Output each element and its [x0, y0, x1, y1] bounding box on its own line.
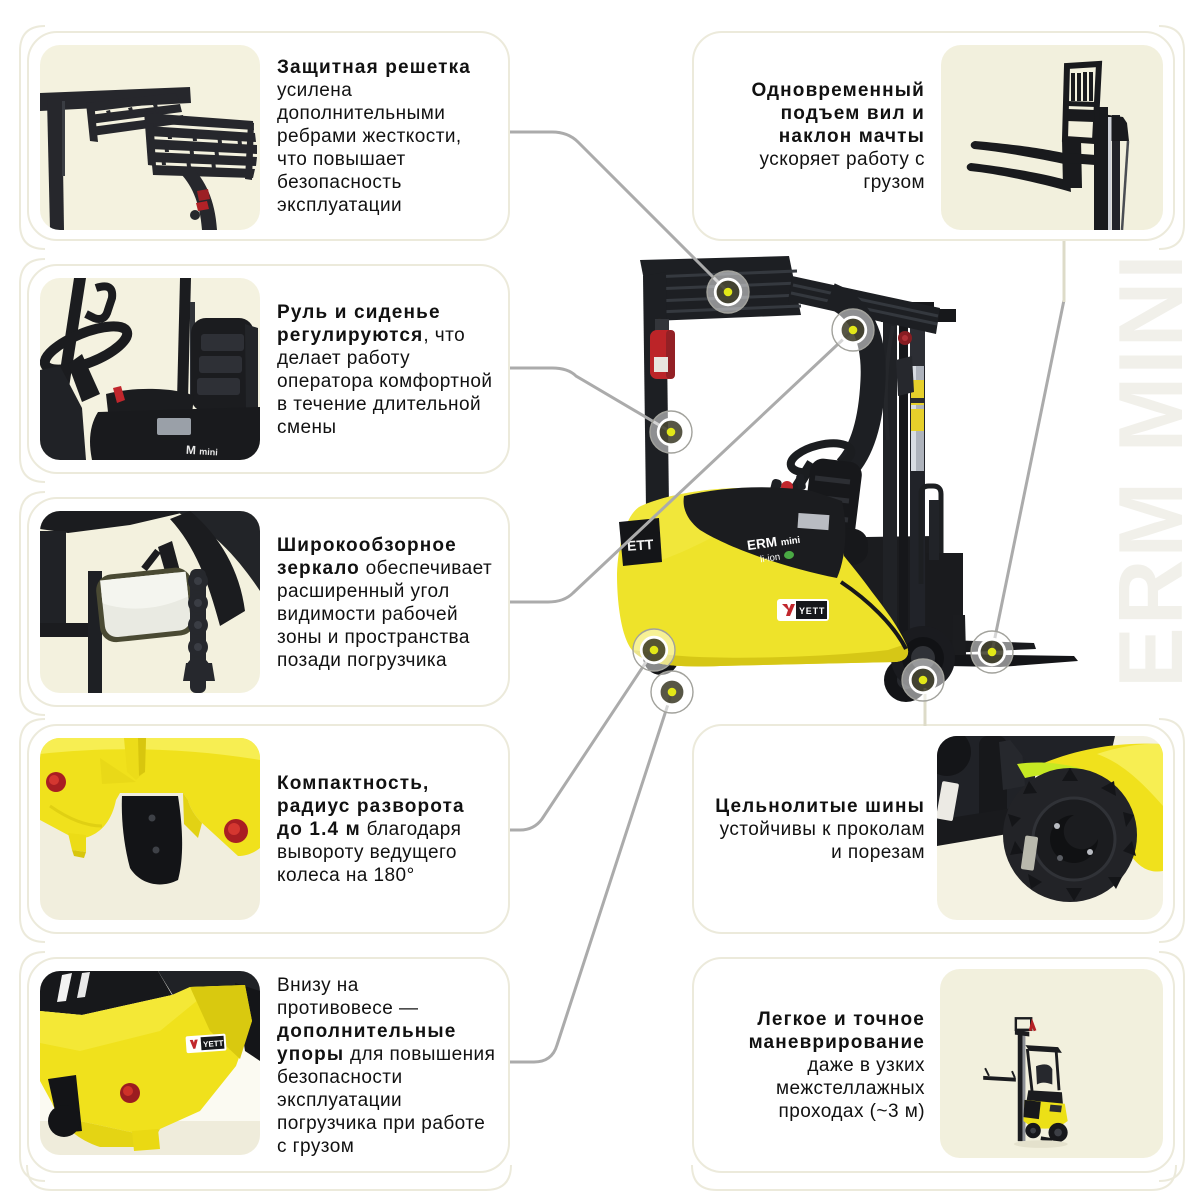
svg-text:ERM mini: ERM mini — [746, 531, 801, 553]
svg-text:YETT: YETT — [203, 1039, 224, 1049]
svg-text:ETT: ETT — [626, 536, 654, 554]
svg-text:ERM MINI: ERM MINI — [1101, 252, 1200, 688]
svg-text:M mini: M mini — [186, 443, 219, 459]
svg-text:YETT: YETT — [799, 606, 825, 616]
svg-text:li-ion: li-ion — [760, 552, 781, 566]
